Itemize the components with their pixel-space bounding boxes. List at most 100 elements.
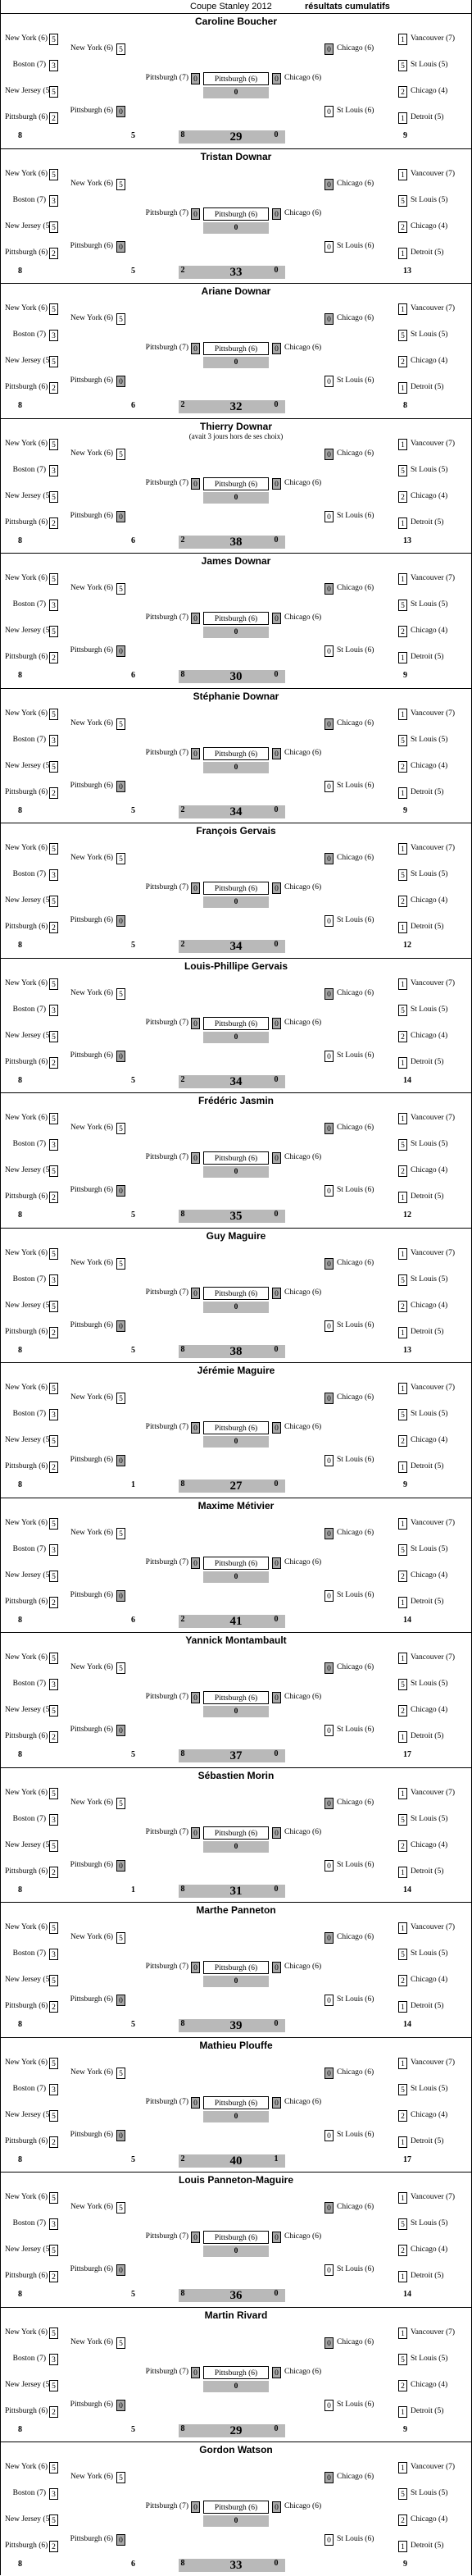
east-r2-team: New York (6) [70,2337,113,2346]
west-r1-score: 2 [398,356,407,367]
west-r2-team: Chicago (6) [337,2203,374,2211]
east-r2-team: New York (6) [70,584,113,592]
total-conf: 8 [179,2423,187,2437]
west-r1-team: Detroit (5) [411,1327,444,1336]
east-r1-score: 3 [49,1949,58,1960]
west-r1-team: Chicago (4) [411,1571,448,1580]
total-score: 41 [187,1614,285,1628]
west-r2-team: Chicago (6) [337,718,374,727]
conf-east-score: 0 [191,207,200,220]
east-r2-team: Pittsburgh (6) [70,1726,113,1734]
total-cup: 0 [272,400,280,413]
east-r1-team: Pittsburgh (6) [5,1057,48,1066]
east-r2-team: Pittsburgh (6) [70,2130,113,2139]
east-r1-score: 2 [49,247,58,259]
east-r2-score: 5 [116,2067,125,2079]
total-r2-east: 6 [131,2560,135,2569]
conf-east-score: 0 [191,1557,200,1569]
west-r1-score: 1 [398,303,407,315]
total-r1-east: 8 [18,266,22,276]
total-r2-east: 5 [131,2020,135,2029]
west-r2-team: Chicago (6) [337,1258,374,1267]
conf-west-score: 0 [272,2501,281,2513]
entry-name: Mathieu Plouffe [199,2039,273,2051]
total-r2-east: 6 [131,1615,135,1625]
east-r2-team: Pittsburgh (6) [70,1995,113,2004]
east-r1-team: New York (6) [5,1384,48,1392]
east-r2-team: Pittsburgh (6) [70,2535,113,2543]
east-r1-team: New York (6) [5,574,48,582]
east-r1-score: 5 [49,34,58,45]
total-cup: 0 [272,1749,280,1762]
total-score: 33 [187,265,285,279]
east-r2-team: Pittsburgh (6) [70,1051,113,1060]
west-r2-score: 0 [324,1589,334,1602]
total-score: 31 [187,1884,285,1898]
total-conf: 8 [179,2019,187,2032]
west-r1-score: 2 [398,2109,407,2122]
west-r2-team: St Louis (6) [337,2130,374,2139]
conf-west-team: Chicago (6) [284,1557,322,1566]
left-border [0,0,1,2575]
west-r1-score: 2 [398,1840,407,1852]
west-r2-team: St Louis (6) [337,1995,374,2004]
west-r2-score: 0 [324,583,334,595]
total-west: 13 [403,1345,411,1355]
final-score: 0 [203,1436,269,1448]
east-r1-team: New York (6) [5,1248,48,1257]
west-r1-score: 2 [398,896,407,907]
west-r1-score: 1 [398,843,407,855]
conf-east-score: 0 [191,882,200,894]
final-team: Pittsburgh (6) [203,207,269,221]
page-header: Coupe Stanley 2012 résultats cumulatifs [0,0,472,13]
entry-note: (avait 3 jours hors de ses choix) [188,431,284,440]
conf-east-score: 0 [191,2096,200,2109]
east-r1-team: New Jersey (5) [5,761,52,770]
west-r2-team: St Louis (6) [337,781,374,790]
east-r1-score: 5 [49,1247,58,1260]
east-r1-score: 5 [49,978,58,990]
west-r1-score: 5 [398,2353,407,2365]
west-r2-team: Chicago (6) [337,2068,374,2077]
total-score: 34 [187,1074,285,1088]
west-r2-score: 0 [324,2534,334,2546]
west-r1-score: 1 [398,2136,407,2148]
west-r2-team: St Louis (6) [337,1860,374,1869]
east-r1-team: New Jersey (5) [5,1031,52,1040]
east-r1-team: New York (6) [5,2463,48,2471]
conf-west-team: Chicago (6) [284,613,322,622]
west-r1-team: Vancouver (7) [411,978,456,987]
east-r1-score: 3 [49,60,58,71]
west-r1-score: 1 [398,1461,407,1473]
east-r2-score: 0 [116,1320,125,1332]
east-r1-team: New York (6) [5,1788,48,1797]
entry-name: Ariane Downar [201,285,271,297]
east-r1-score: 5 [49,760,58,773]
total-r2-east: 6 [131,536,135,545]
west-r1-score: 1 [398,2001,407,2013]
conf-west-team: Chicago (6) [284,1018,322,1027]
east-r1-team: Pittsburgh (6) [5,1192,48,1201]
west-r2-team: Chicago (6) [337,988,374,997]
conf-east-team: Pittsburgh (7) [145,613,188,622]
west-r1-score: 1 [398,1787,407,1799]
conf-west-score: 0 [272,1287,281,1299]
east-r1-team: New Jersey (5) [5,221,52,230]
west-r1-team: Detroit (5) [411,2272,444,2280]
total-score: 29 [187,2423,285,2437]
east-r1-score: 5 [49,1840,58,1852]
east-r2-score: 5 [116,853,125,864]
east-r1-score: 3 [49,1679,58,1690]
east-r1-score: 3 [49,1543,58,1556]
west-r2-score: 0 [324,2472,334,2483]
total-cup: 0 [272,805,280,818]
west-r1-score: 1 [398,438,407,450]
west-r2-score: 0 [324,1050,334,1062]
east-r2-team: Pittsburgh (6) [70,1186,113,1194]
east-r1-score: 5 [49,573,58,585]
conf-east-score: 0 [191,73,200,84]
